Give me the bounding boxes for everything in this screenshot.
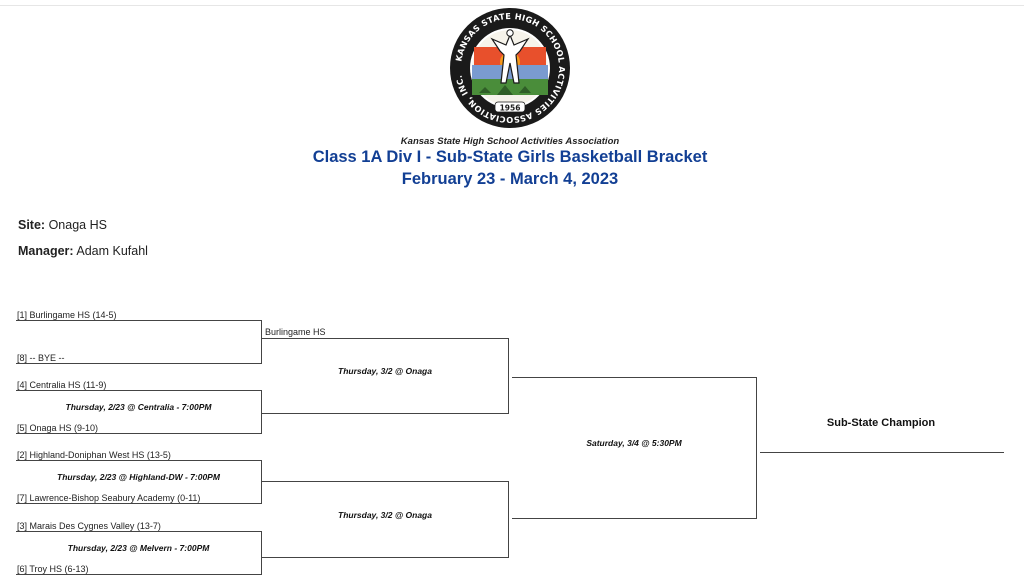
bracket-line (262, 338, 508, 339)
manager-value: Adam Kufahl (76, 244, 148, 258)
bracket-line (16, 320, 261, 321)
bracket-line (261, 390, 262, 434)
bracket-line (261, 531, 262, 575)
team-seed-7: [7] Lawrence-Bishop Seabury Academy (0-1… (17, 493, 201, 503)
bracket-line (512, 518, 757, 519)
game-info-r1g2: Thursday, 2/23 @ Centralia - 7:00PM (65, 402, 212, 412)
bracket-line (262, 481, 508, 482)
page-title: Class 1A Div I - Sub-State Girls Basketb… (312, 148, 708, 166)
bracket-line (508, 338, 509, 413)
bracket-line (16, 390, 261, 391)
game-info-semifinal-2: Thursday, 3/2 @ Onaga (338, 510, 432, 520)
bracket-line (16, 503, 262, 504)
manager-label: Manager: (18, 244, 74, 258)
top-divider (0, 5, 1024, 6)
team-seed-2: [2] Highland-Doniphan West HS (13-5) (17, 450, 171, 460)
team-seed-4: [4] Centralia HS (11-9) (17, 380, 107, 390)
bracket-line (508, 481, 509, 557)
kshsaa-seal-logo: KANSAS STATE HIGH SCHOOL ACTIVITIES ASSO… (450, 8, 570, 128)
team-seed-5: [5] Onaga HS (9-10) (17, 423, 99, 433)
team-seed-8: [8] -- BYE -- (17, 353, 65, 363)
champion-line (760, 452, 1004, 453)
bracket-line (16, 460, 261, 461)
game-info-r1g3: Thursday, 2/23 @ Highland-DW - 7:00PM (57, 472, 220, 482)
organization-name: Kansas State High School Activities Asso… (400, 136, 620, 147)
bracket-line (512, 377, 756, 378)
team-seed-6: [6] Troy HS (6-13) (17, 564, 89, 574)
bracket-line (261, 320, 262, 364)
team-seed-1: [1] Burlingame HS (14-5) (17, 310, 117, 320)
game-info-r1g4: Thursday, 2/23 @ Melvern - 7:00PM (67, 543, 210, 553)
bracket-line (16, 531, 261, 532)
semifinal-1-team-top: Burlingame HS (265, 327, 326, 337)
site-info: Site: Onaga HS (18, 218, 107, 232)
manager-info: Manager: Adam Kufahl (18, 244, 148, 258)
bracket-line (262, 413, 509, 414)
site-label: Site: (18, 218, 46, 232)
bracket-line (262, 557, 509, 558)
site-value: Onaga HS (48, 218, 107, 232)
game-info-final: Saturday, 3/4 @ 5:30PM (586, 438, 682, 448)
seal-year: 1956 (500, 103, 521, 112)
tournament-dates: February 23 - March 4, 2023 (401, 170, 619, 188)
champion-label: Sub-State Champion (826, 417, 936, 429)
bracket-line (261, 460, 262, 504)
bracket-line (756, 377, 757, 519)
bracket-line (16, 433, 262, 434)
team-seed-3: [3] Marais Des Cygnes Valley (13-7) (17, 521, 161, 531)
game-info-semifinal-1: Thursday, 3/2 @ Onaga (338, 366, 432, 376)
bracket-line (16, 363, 262, 364)
bracket-line (16, 574, 262, 575)
